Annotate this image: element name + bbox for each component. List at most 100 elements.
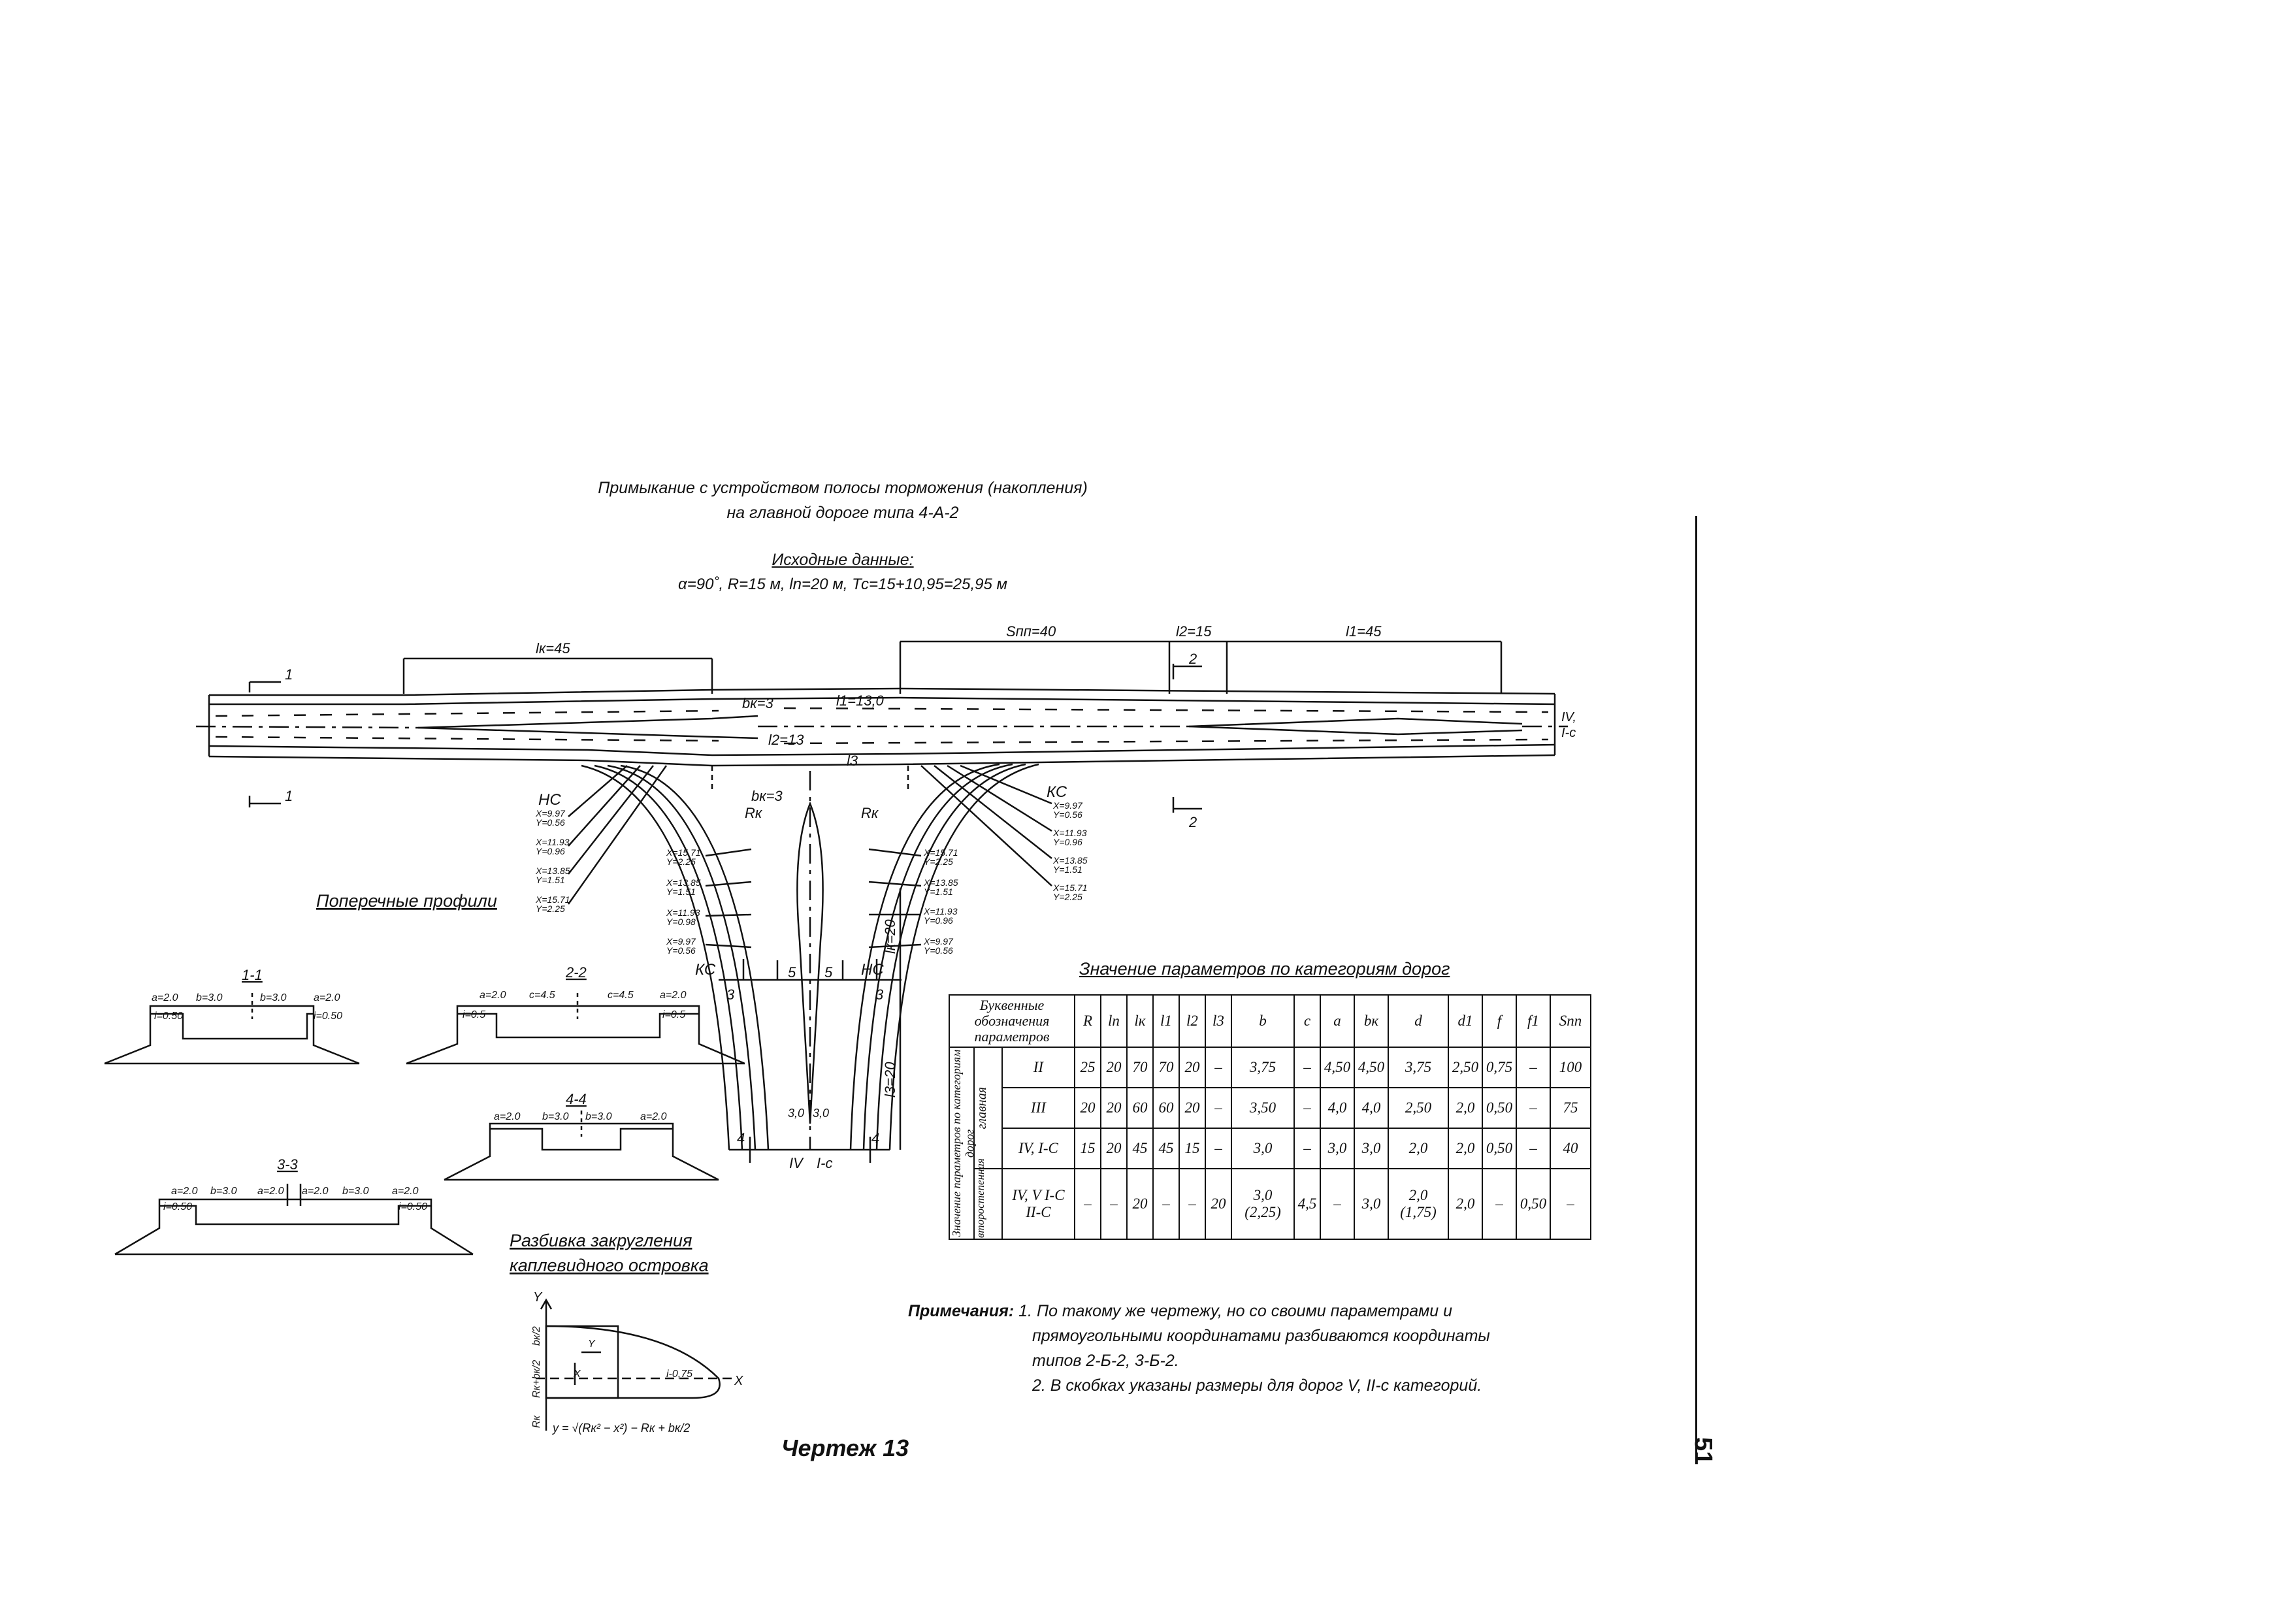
cell: – — [1320, 1168, 1355, 1240]
cell: – — [1205, 1128, 1232, 1169]
row-cat: II — [1001, 1047, 1076, 1088]
title-line-1: Примыкание с устройством полосы торможен… — [598, 479, 1088, 497]
coord-li-x2: X=13.85 — [666, 877, 701, 888]
island-y: Y — [588, 1339, 596, 1350]
island-axis-y: Y — [533, 1290, 543, 1305]
cell: 20 — [1100, 1128, 1128, 1169]
cell: 75 — [1550, 1087, 1591, 1129]
p3-dim-a3: a=2.0 — [302, 1186, 329, 1197]
dim-l2: l2=15 — [1176, 623, 1212, 640]
cell: – — [1205, 1047, 1232, 1088]
island-formula: y = √(Rк² − x²) − Rк + bк/2 — [551, 1421, 690, 1435]
dim-l3-secondary: l3=20 — [882, 1062, 898, 1097]
table-heading: Значение параметров по категориям дорог — [1079, 959, 1450, 979]
cell: 20 — [1205, 1168, 1232, 1240]
island-axis-x: X — [734, 1374, 743, 1388]
header-label: Буквенные обозначения параметров — [949, 994, 1075, 1048]
cell: – — [1100, 1168, 1128, 1240]
drawing-caption: Чертеж 13 — [781, 1435, 909, 1461]
cell: 25 — [1074, 1047, 1101, 1088]
coord-li-x1: X=15.71 — [666, 847, 701, 858]
dim-lk: lк=45 — [536, 640, 570, 657]
coord-ri-y3: Y=0.96 — [924, 915, 953, 926]
dim-l3: l3 — [847, 753, 858, 769]
island-heading-1: Разбивка закругления — [510, 1231, 692, 1250]
col-spp: Sпп — [1550, 994, 1591, 1048]
col-a: a — [1320, 994, 1355, 1048]
coord-l-x3: X=13.85 — [535, 866, 570, 876]
col-d1: d1 — [1448, 994, 1483, 1048]
p3-slope-left: i=0.50 — [163, 1201, 192, 1212]
coord-r-x4: X=15.71 — [1052, 883, 1088, 893]
p1-dim-a-right: a=2.0 — [314, 992, 340, 1003]
cell: 20 — [1074, 1087, 1101, 1129]
page-border-line — [1695, 516, 1697, 1457]
page-number: 51 — [1689, 1437, 1717, 1465]
col-l3: l3 — [1205, 994, 1232, 1048]
initial-data-heading: Исходные данные: — [772, 551, 914, 569]
col-l1: l1 — [1152, 994, 1180, 1048]
coord-r-y4: Y=2.25 — [1053, 892, 1082, 902]
profile-2-label: 2-2 — [565, 964, 587, 981]
main-road-cat-1: IV, — [1561, 710, 1576, 724]
col-d: d — [1388, 994, 1449, 1048]
section-1-bottom: 1 — [285, 788, 293, 804]
coord-li-y3: Y=0.98 — [666, 917, 696, 927]
group-side-label: Значение параметров по категориям дорог — [950, 1049, 976, 1237]
island-x: X — [573, 1369, 581, 1380]
dim-l2-inner: l2=13 — [768, 732, 804, 748]
group-secondary-label: второстепенная — [974, 1158, 987, 1238]
p1-dim-b-left: b=3.0 — [196, 992, 223, 1003]
dim-3-left: 3 — [726, 986, 735, 1003]
row-cat: IV, I-C — [1001, 1128, 1076, 1169]
cell: 3,0 — [1231, 1128, 1295, 1169]
road-cat-iv: IV — [789, 1155, 804, 1171]
cell: – — [1074, 1168, 1101, 1240]
profile-1-label: 1-1 — [242, 967, 263, 983]
section-4-right: 4 — [871, 1130, 879, 1146]
note-1b: прямоугольными координатами разбиваются … — [1032, 1327, 1490, 1345]
cell: 4,50 — [1354, 1047, 1389, 1088]
cell: – — [1516, 1087, 1551, 1129]
point-kc-right: КС — [1047, 783, 1067, 801]
p2-slope-right: i=0.5 — [662, 1009, 685, 1020]
dim-spp: Sпп=40 — [1006, 623, 1056, 640]
cell: 20 — [1100, 1087, 1128, 1129]
dim-30-left: 3,0 — [788, 1107, 804, 1120]
p2-dim-c-right: c=4.5 — [608, 990, 634, 1001]
table-row: IV, I-C 15 20 45 45 15 – 3,0 – 3,0 3,0 2… — [949, 1128, 1591, 1169]
p1-slope-left: i=0.50 — [154, 1011, 183, 1022]
note-1c: типов 2-Б-2, 3-Б-2. — [1032, 1352, 1179, 1370]
col-l2: l2 — [1179, 994, 1206, 1048]
coord-li-x3: X=11.93 — [666, 907, 700, 918]
coord-ri-y2: Y=1.51 — [924, 886, 953, 897]
cell: 0,75 — [1482, 1047, 1517, 1088]
coord-ri-y1: Y=2.25 — [924, 856, 953, 867]
profile-4-label: 4-4 — [566, 1091, 587, 1107]
p1-slope-right: i=0.50 — [314, 1011, 342, 1022]
section-2-bottom: 2 — [1188, 814, 1197, 830]
cell: 60 — [1126, 1087, 1154, 1129]
cell: 20 — [1179, 1047, 1206, 1088]
coord-r-x3: X=13.85 — [1052, 855, 1088, 866]
coord-ri-x4: X=9.97 — [923, 936, 954, 947]
p3-dim-a2: a=2.0 — [257, 1186, 284, 1197]
drawing-title: Примыкание с устройством полосы торможен… — [327, 476, 1359, 525]
notes-label: Примечания: — [908, 1302, 1015, 1320]
cell: 15 — [1074, 1128, 1101, 1169]
cell: 2,0 — [1448, 1128, 1483, 1169]
p4-dim-a-left: a=2.0 — [494, 1111, 521, 1122]
label-rk-right: Rк — [861, 805, 879, 821]
table-row: III 20 20 60 60 20 – 3,50 – 4,0 4,0 2,50… — [949, 1087, 1591, 1129]
coord-l-y2: Y=0.96 — [536, 846, 565, 856]
cell: 60 — [1152, 1087, 1180, 1129]
row-cat: IV, V I-C II-C — [1001, 1168, 1076, 1240]
section-1-top: 1 — [285, 666, 293, 683]
island-rk-bk2: Rк+bк/2 — [531, 1360, 542, 1398]
coord-r-y3: Y=1.51 — [1053, 864, 1082, 875]
table-row: Значение параметров по категориям дорог … — [948, 1047, 1591, 1240]
coord-ri-y4: Y=0.56 — [924, 945, 953, 956]
coord-r-y1: Y=0.56 — [1053, 809, 1082, 820]
dim-3-right: 3 — [875, 986, 884, 1003]
cell: 3,50 — [1231, 1087, 1295, 1129]
